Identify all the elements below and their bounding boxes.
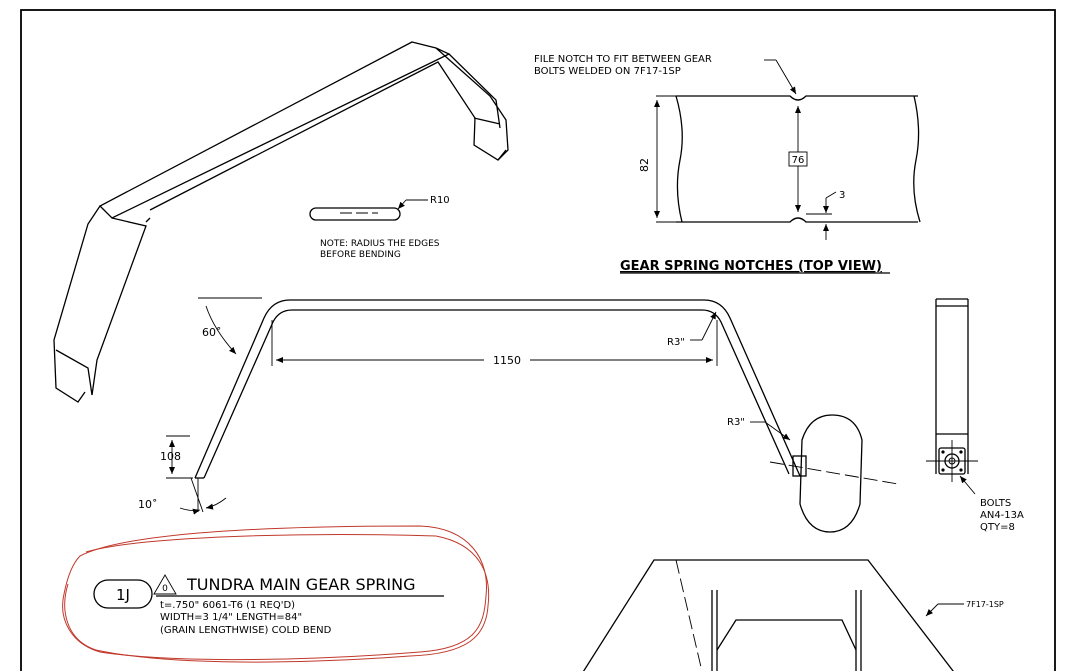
bolts-quantity: QTY=8	[980, 522, 1015, 533]
notch-note-line1: FILE NOTCH TO FIT BETWEEN GEAR	[534, 54, 712, 65]
spec-line-1: t=.750" 6061-T6 (1 REQ'D)	[160, 600, 295, 611]
notch-top-view: FILE NOTCH TO FIT BETWEEN GEAR BOLTS WEL…	[534, 54, 921, 274]
radius-r3-top-label: R3"	[667, 337, 685, 348]
dim-spacing-76: 76	[792, 155, 805, 166]
ref-7f17-1sp-label: 7F17-1SP	[966, 600, 1004, 609]
spring-elevation-view: 60˚ 1150 R3" R3" 108 10˚	[138, 297, 899, 533]
part-title-block: 1J 0 TUNDRA MAIN GEAR SPRING t=.750" 606…	[93, 574, 444, 636]
dim-height-82: 82	[638, 158, 651, 172]
angle-60-label: 60˚	[202, 326, 222, 339]
revision-marker: 0	[162, 584, 168, 594]
edge-radius-detail: R10 NOTE: RADIUS THE EDGES BEFORE BENDIN…	[309, 195, 450, 260]
bolt-side-view: BOLTS AN4-13A QTY=8	[926, 298, 1024, 533]
edge-note-line2: BEFORE BENDING	[320, 250, 401, 260]
isometric-spring-view	[53, 41, 509, 403]
bolts-label: BOLTS	[980, 498, 1011, 509]
spec-line-2: WIDTH=3 1/4" LENGTH=84"	[160, 612, 302, 623]
dim-leg-108: 108	[160, 450, 181, 463]
lower-partial-view: 7F17-1SP	[582, 559, 1004, 671]
part-title: TUNDRA MAIN GEAR SPRING	[186, 575, 415, 594]
notch-note-line2: BOLTS WELDED ON 7F17-1SP	[534, 66, 681, 77]
red-markup-circle	[62, 525, 490, 663]
notch-view-title: GEAR SPRING NOTCHES (TOP VIEW)	[620, 259, 882, 274]
edge-note-line1: NOTE: RADIUS THE EDGES	[320, 239, 440, 249]
bolts-part-number: AN4-13A	[980, 510, 1024, 521]
dim-notch-3: 3	[839, 190, 845, 201]
part-number: 1J	[116, 586, 130, 604]
drawing-border	[20, 9, 1056, 671]
radius-r10-label: R10	[430, 195, 450, 206]
spec-line-3: (GRAIN LENGTHWISE) COLD BEND	[160, 625, 332, 636]
radius-r3-bottom-label: R3"	[727, 417, 745, 428]
dim-length-1150: 1150	[493, 354, 521, 367]
angle-10-label: 10˚	[138, 498, 158, 511]
